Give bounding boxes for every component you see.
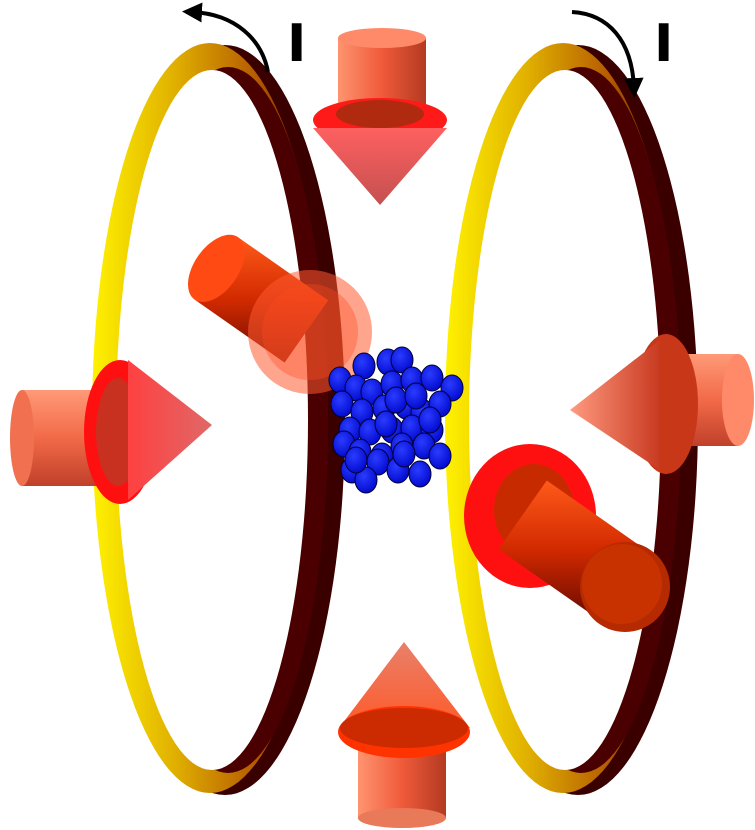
- current-label-right: I: [654, 18, 673, 70]
- atom: [345, 447, 367, 473]
- atom: [429, 443, 451, 469]
- atom: [419, 407, 441, 433]
- atom: [409, 461, 431, 487]
- atom: [393, 441, 415, 467]
- atom: [331, 391, 353, 417]
- atom: [405, 383, 427, 409]
- atom: [385, 387, 407, 413]
- current-label-left: I: [287, 18, 306, 70]
- atom: [375, 411, 397, 437]
- top-laser-beam: [313, 28, 447, 205]
- bottom-laser-beam: [338, 642, 470, 828]
